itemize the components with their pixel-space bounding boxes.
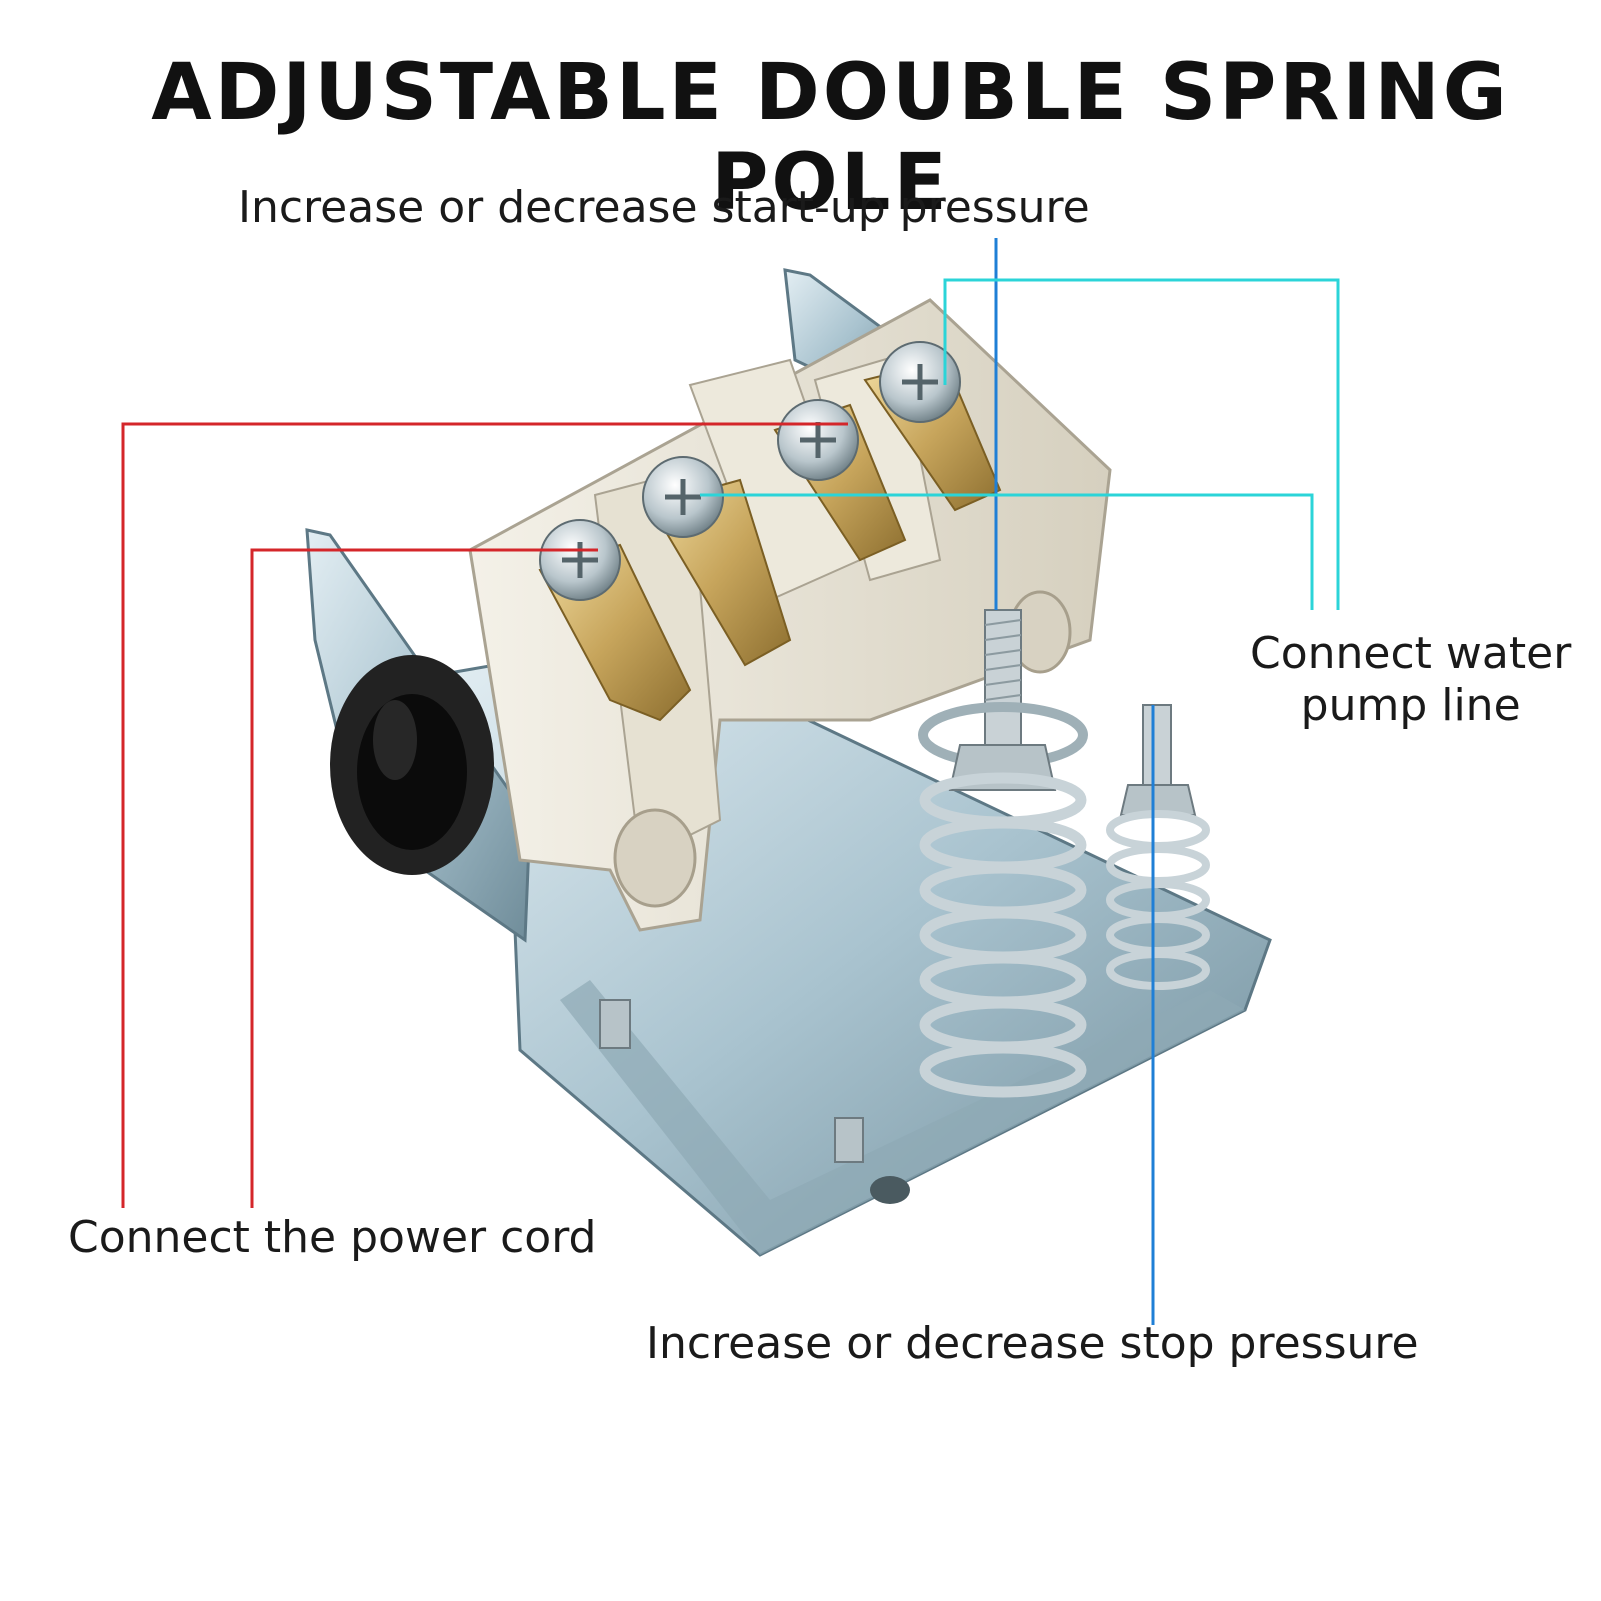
label-power-cord: Connect the power cord [68,1212,597,1263]
label-water-pump: Connect water pump line [1250,628,1572,731]
terminal-screw-1 [539,519,621,601]
threaded-stud-front [834,1117,864,1163]
large-adjustment-spring [918,609,1088,1098]
leader-power-cord [121,422,848,1208]
terminal-screw-4 [879,341,961,423]
page-title: ADJUSTABLE DOUBLE SPRING POLE [151,48,1510,228]
leader-water-pump [700,278,1340,610]
label-stop-pressure: Increase or decrease stop pressure [646,1318,1419,1369]
small-adjustment-spring [1106,704,1210,990]
label-start-pressure: Increase or decrease start-up pressure [238,182,1090,233]
terminal-screw-3 [777,399,859,481]
rubber-grommet [330,655,494,875]
threaded-stud-left [599,999,631,1049]
terminal-screw-2 [642,456,724,538]
